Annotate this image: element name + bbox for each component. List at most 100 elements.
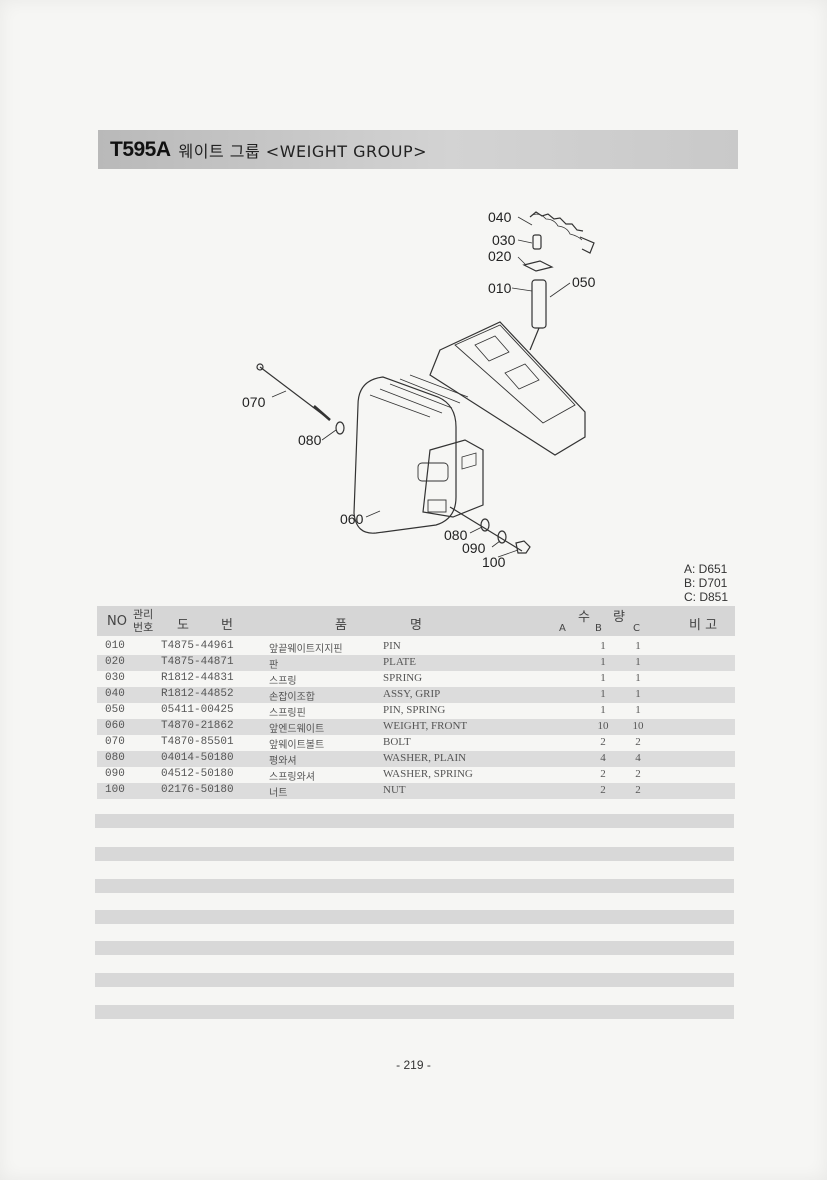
cell-part-number: 02176-50180 [161,784,234,796]
cell-no: 070 [105,736,125,748]
cell-name-en: PLATE [383,656,416,668]
table-row: 100 02176-50180 너트 NUT 2 2 [97,783,735,799]
cell-part-number: 04014-50180 [161,752,234,764]
cell-qty-b: 1 [600,704,606,716]
cell-name-en: WASHER, SPRING [383,768,473,780]
page-number: - 219 - [396,1058,431,1072]
cell-name-kr: 스프링 [269,676,297,687]
washer-part [335,421,345,435]
table-row: 070 T4870-85501 앞웨이트볼트 BOLT 2 2 [97,735,735,751]
callout-label: 010 [488,280,512,296]
empty-table-band [95,879,734,893]
cell-no: 100 [105,784,125,796]
cell-name-en: PIN, SPRING [383,704,446,716]
table-row: 050 05411-00425 스프링핀 PIN, SPRING 1 1 [97,703,735,719]
cell-part-number: T4875-44871 [161,656,234,668]
cell-name-en: SPRING [383,672,423,684]
header-qty-c: C [633,623,640,634]
section-title: 웨이트 그룹 <WEIGHT GROUP> [178,141,428,161]
cell-qty-c: 2 [635,768,641,780]
header-qty-2: 량 [613,610,625,625]
cell-name-en: NUT [383,784,406,796]
cell-part-number: R1812-44852 [161,688,234,700]
table-row: 030 R1812-44831 스프링 SPRING 1 1 [97,671,735,687]
cell-name-en: WEIGHT, FRONT [383,720,468,732]
cell-name-en: BOLT [383,736,411,748]
empty-table-band [95,814,734,828]
callout-label: 060 [340,511,364,527]
spring-part [532,234,542,250]
model-legend: A: D651 B: D701 C: D851 [684,562,728,604]
model-entry: A: D651 [684,562,728,576]
cell-qty-b: 2 [600,736,606,748]
cell-qty-b: 1 [600,688,606,700]
callout-label: 080 [444,527,468,543]
cell-qty-c: 2 [635,784,641,796]
callout-label: 100 [482,554,506,570]
cell-part-number: T4870-85501 [161,736,234,748]
cell-qty-c: 1 [635,656,641,668]
cell-part-number: 04512-50180 [161,768,234,780]
cell-no: 080 [105,752,125,764]
callout-label: 050 [572,274,596,290]
cell-qty-b: 4 [600,752,606,764]
section-code: T595A [110,137,171,161]
cell-name-kr: 너트 [269,788,288,799]
header-mgmt-top: 관리 [133,608,154,621]
header-name-1: 품 [335,618,347,633]
cell-qty-c: 1 [635,704,641,716]
cell-qty-b: 2 [600,768,606,780]
cell-part-number: T4875-44961 [161,640,234,652]
cell-name-kr: 앞웨이트볼트 [269,740,325,751]
cell-no: 060 [105,720,125,732]
header-no: NO [107,614,127,629]
table-row: 010 T4875-44961 앞끝웨이트지지핀 PIN 1 1 [97,639,735,655]
header-part-no-1: 도 [177,618,189,633]
cell-no: 010 [105,640,125,652]
parts-table-body: 010 T4875-44961 앞끝웨이트지지핀 PIN 1 1 020 T48… [97,639,735,799]
header-part-no-2: 번 [221,618,233,633]
cell-qty-b: 10 [597,720,609,732]
header-name-2: 명 [410,618,422,633]
cell-name-kr: 스프링핀 [269,708,306,719]
cell-qty-c: 4 [635,752,641,764]
cell-qty-c: 10 [632,720,644,732]
cell-part-number: T4870-21862 [161,720,234,732]
cell-qty-b: 2 [600,784,606,796]
cell-no: 020 [105,656,125,668]
cell-qty-c: 1 [635,640,641,652]
cell-qty-c: 1 [635,672,641,684]
front-weight-stack-part [353,374,484,534]
callout-label: 040 [488,209,512,225]
header-mgmt-bottom: 번호 [133,621,154,634]
parts-table-header: NO 관리 번호 도 번 품 명 수 량 A B C 비 고 [97,606,735,636]
cell-no: 040 [105,688,125,700]
pin-part [531,279,547,329]
cell-name-kr: 스프링와셔 [269,772,315,783]
exploded-parts-diagram: 040 030 020 010 050 070 080 060 080 090 … [242,209,596,570]
cell-part-number: 05411-00425 [161,704,234,716]
callout-label: 070 [242,394,266,410]
cell-no: 050 [105,704,125,716]
model-entry: B: D701 [684,576,728,590]
table-row: 060 T4870-21862 앞엔드웨이트 WEIGHT, FRONT 10 … [97,719,735,735]
cell-name-kr: 앞엔드웨이트 [269,724,325,735]
callout-label: 020 [488,248,512,264]
cell-qty-c: 1 [635,688,641,700]
header-qty-a: A [559,623,566,634]
cell-qty-b: 1 [600,656,606,668]
table-row: 090 04512-50180 스프링와셔 WASHER, SPRING 2 2 [97,767,735,783]
cell-qty-b: 1 [600,672,606,684]
table-row: 040 R1812-44852 손잡이조합 ASSY, GRIP 1 1 [97,687,735,703]
header-qty-1: 수 [578,610,590,625]
callout-label: 030 [492,232,516,248]
cell-qty-b: 1 [600,640,606,652]
cell-name-en: ASSY, GRIP [383,688,441,700]
table-row: 080 04014-50180 평와셔 WASHER, PLAIN 4 4 [97,751,735,767]
cell-qty-c: 2 [635,736,641,748]
table-row: 020 T4875-44871 판 PLATE 1 1 [97,655,735,671]
empty-table-band [95,847,734,861]
model-entry: C: D851 [684,590,729,604]
empty-table-band [95,941,734,955]
callout-label: 080 [298,432,322,448]
